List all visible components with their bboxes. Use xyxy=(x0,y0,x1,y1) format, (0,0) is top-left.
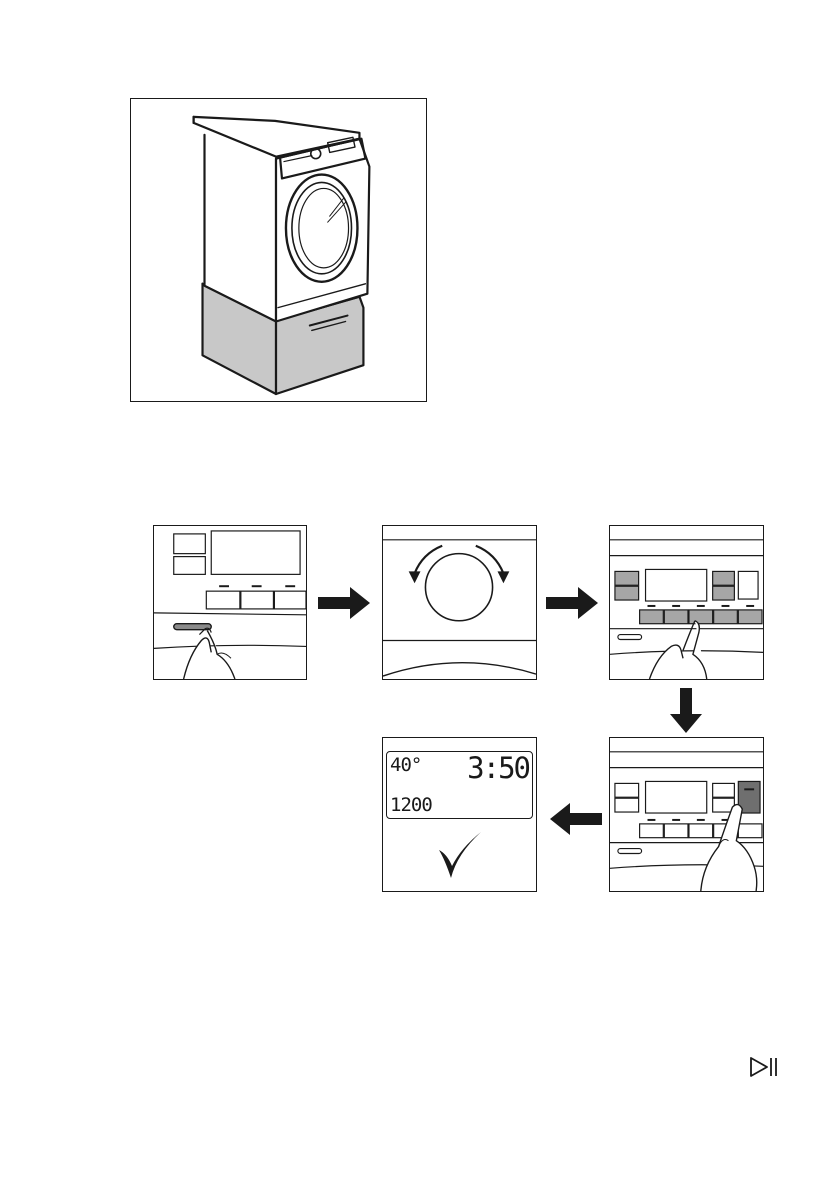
arrow-left xyxy=(548,801,602,837)
step-3-drawing xyxy=(610,526,763,679)
checkmark-icon xyxy=(383,738,538,893)
step-1-drawing xyxy=(154,526,306,679)
step-2-rotate-dial xyxy=(382,525,537,680)
step-4-drawing xyxy=(610,738,763,891)
arrow-right-1 xyxy=(318,585,372,621)
step-3-select-option xyxy=(609,525,764,680)
start-pause-icon xyxy=(748,1055,780,1079)
step-5-display-confirmed: 40° 3:50 1200 xyxy=(382,737,537,892)
step-1-power-on xyxy=(153,525,307,680)
step-4-press-start xyxy=(609,737,764,892)
step-2-drawing xyxy=(383,526,536,679)
arrow-down xyxy=(668,688,704,734)
washer-pedestal-drawing xyxy=(131,99,426,401)
arrow-right-2 xyxy=(546,585,600,621)
washer-pedestal-illustration xyxy=(130,98,427,402)
